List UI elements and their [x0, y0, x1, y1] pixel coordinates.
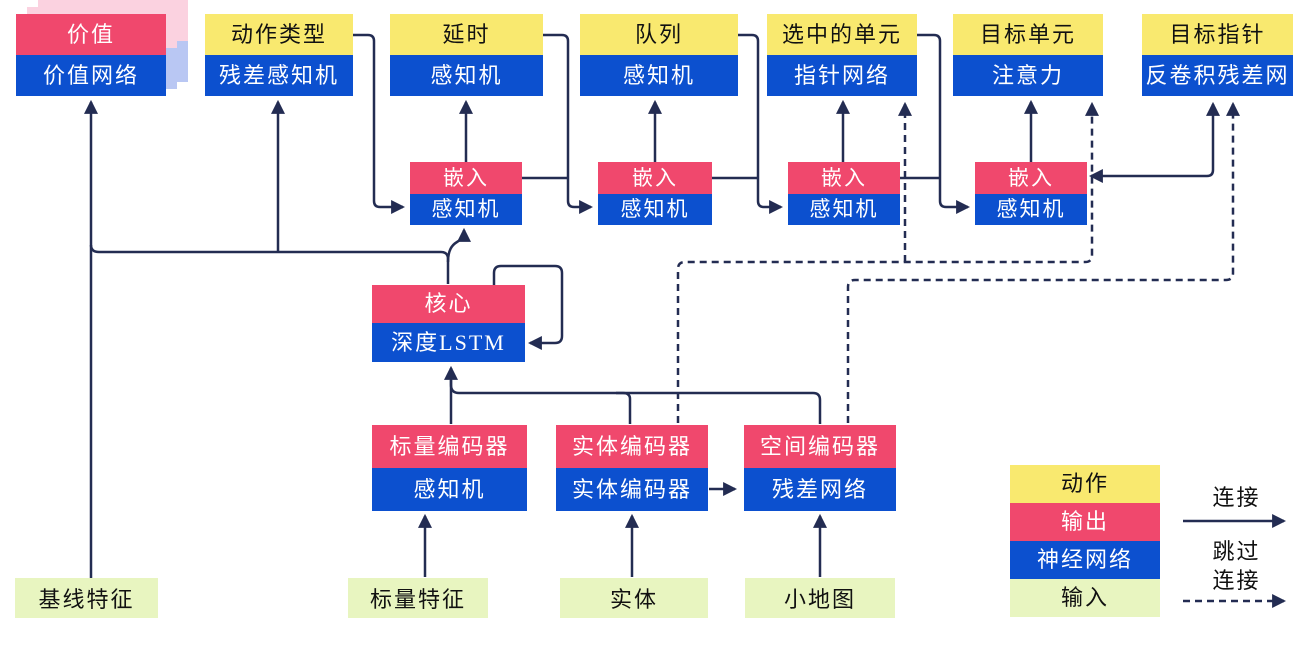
embed4-mlp-label: 感知机: [975, 194, 1087, 225]
input-baseline-features: 基线特征: [15, 578, 158, 618]
spatial-encoder-label: 空间编码器: [744, 425, 896, 468]
edge-core-output-bus: [89, 244, 450, 284]
deep-lstm-label: 深度LSTM: [372, 323, 525, 362]
node-delay: 延时 感知机: [390, 14, 543, 96]
legend-action-label: 动作: [1010, 465, 1160, 503]
node-selected-units: 选中的单元 指针网络: [767, 14, 917, 96]
delay-label: 延时: [390, 14, 543, 55]
embed1-label: 嵌入: [410, 162, 522, 194]
pointer-network-label: 指针网络: [767, 55, 917, 96]
edge-embed4-target-pointer-double: [1088, 101, 1220, 183]
edge-queue-to-embed3: [738, 33, 784, 214]
attention-label: 注意力: [953, 55, 1103, 96]
skip-spatial-to-deconv: [846, 101, 1240, 423]
embed1-mlp-label: 感知机: [410, 194, 522, 225]
scalar-encoder-mlp-label: 感知机: [372, 468, 527, 511]
edge-delay-to-embed2: [543, 33, 594, 214]
node-queue: 队列 感知机: [580, 14, 738, 96]
embed2-label: 嵌入: [598, 162, 712, 194]
deconv-resnet-label: 反卷积残差网: [1142, 55, 1293, 96]
legend-input-label: 输入: [1010, 579, 1160, 617]
input-scalar-features: 标量特征: [348, 578, 488, 618]
edge-core-to-embed1: [446, 227, 471, 263]
legend-network-label: 神经网络: [1010, 541, 1160, 579]
edge-entity-encoder-stub: [616, 391, 632, 424]
entity-encoder-net-label: 实体编码器: [556, 468, 708, 511]
embed2-mlp-label: 感知机: [598, 194, 712, 225]
node-embed1: 嵌入 感知机: [410, 162, 522, 225]
node-entity-encoder: 实体编码器 实体编码器: [556, 425, 708, 511]
resnet-label: 残差网络: [744, 468, 896, 511]
core-label: 核心: [372, 285, 525, 323]
skip-entity-encoder-bus: [676, 101, 1099, 423]
legend-skip-label-line2: 连接: [1212, 568, 1261, 593]
node-embed2: 嵌入 感知机: [598, 162, 712, 225]
input-entity: 实体: [560, 578, 708, 618]
residual-mlp-label: 残差感知机: [205, 55, 353, 96]
delay-mlp-label: 感知机: [390, 55, 543, 96]
node-spatial-encoder: 空间编码器 残差网络: [744, 425, 896, 511]
value-network-label: 价值网络: [16, 55, 166, 96]
node-embed4: 嵌入 感知机: [975, 162, 1087, 225]
scalar-encoder-label: 标量编码器: [372, 425, 527, 468]
edge-core-self-loop: [492, 264, 564, 350]
node-target-unit: 目标单元 注意力: [953, 14, 1103, 96]
node-target-pointer: 目标指针 反卷积残差网: [1142, 14, 1293, 96]
node-value: 价值 价值网络: [16, 14, 166, 96]
target-unit-label: 目标单元: [953, 14, 1103, 55]
queue-mlp-label: 感知机: [580, 55, 738, 96]
queue-label: 队列: [580, 14, 738, 55]
target-pointer-label: 目标指针: [1142, 14, 1293, 55]
legend-output-label: 输出: [1010, 503, 1160, 541]
node-scalar-encoder: 标量编码器 感知机: [372, 425, 527, 511]
node-embed3: 嵌入 感知机: [788, 162, 900, 225]
value-head-label: 价值: [16, 14, 166, 55]
edge-action-type-to-embed1: [353, 33, 406, 214]
legend-skip-label-line1: 跳过: [1212, 539, 1261, 564]
legend-connection-label: 连接: [1212, 485, 1261, 510]
edge-selected-units-to-embed4: [917, 33, 971, 214]
selected-units-label: 选中的单元: [767, 14, 917, 55]
embed3-label: 嵌入: [788, 162, 900, 194]
embed4-label: 嵌入: [975, 162, 1087, 194]
input-minimap: 小地图: [745, 578, 895, 618]
node-action-type: 动作类型 残差感知机: [205, 14, 353, 96]
entity-encoder-label: 实体编码器: [556, 425, 708, 468]
legend-color-key: 动作 输出 神经网络 输入: [1010, 465, 1160, 617]
node-core: 核心 深度LSTM: [372, 285, 525, 362]
action-type-label: 动作类型: [205, 14, 353, 55]
embed3-mlp-label: 感知机: [788, 194, 900, 225]
edge-encoder-bus: [449, 380, 822, 424]
